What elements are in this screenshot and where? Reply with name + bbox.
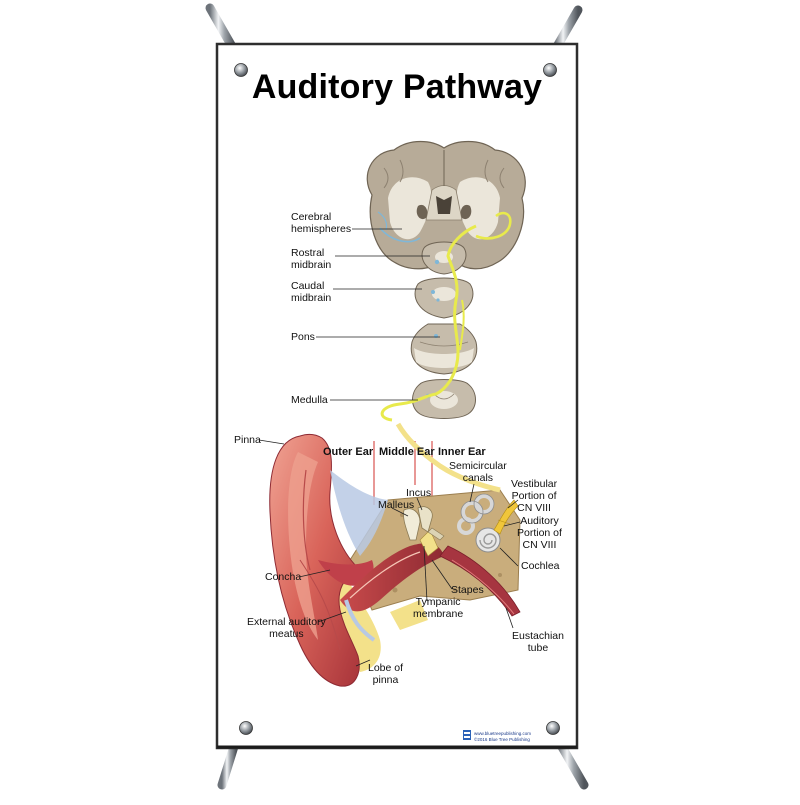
label-cochlea: Cochlea (521, 560, 560, 572)
poster-title: Auditory Pathway (251, 68, 543, 106)
ear-anatomy (269, 422, 521, 687)
header-middle-ear: Middle Ear (379, 446, 435, 458)
pons-section (410, 323, 478, 375)
brain-coronal-section (366, 140, 526, 270)
label-medulla: Medulla (291, 394, 328, 406)
mounting-bolts (234, 63, 560, 735)
publisher-copyright: ©2016 Blue Tree Publishing (474, 737, 530, 742)
label-stapes: Stapes (451, 584, 484, 596)
header-outer-ear: Outer Ear (323, 446, 374, 458)
publisher-logo (463, 730, 471, 740)
label-pons: Pons (291, 331, 315, 343)
auditory-pathway-line (380, 224, 477, 422)
brain-leader-lines (316, 228, 440, 401)
medulla-section (412, 379, 476, 419)
header-inner-ear: Inner Ear (438, 446, 486, 458)
ear-leader-lines (258, 439, 521, 667)
label-pinna: Pinna (234, 434, 261, 446)
publisher-url: www.bluetreepublishing.com (474, 731, 532, 736)
label-malleus: Malleus (378, 499, 415, 511)
label-concha: Concha (265, 571, 302, 583)
label-incus: Incus (406, 487, 432, 499)
